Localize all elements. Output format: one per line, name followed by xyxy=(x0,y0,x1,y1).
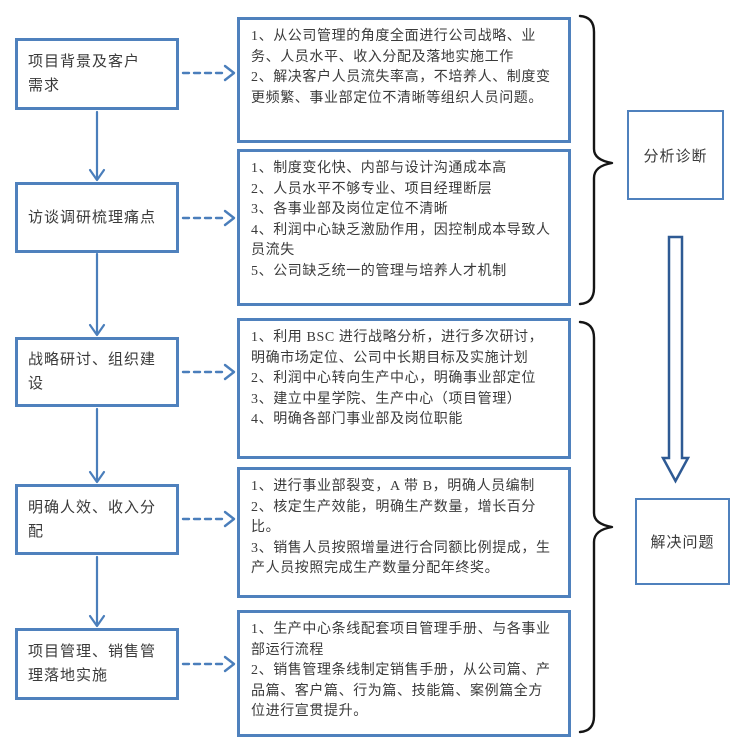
stage-label: 项目背景及客户需求 xyxy=(28,54,141,94)
detail-link-arrow-4 xyxy=(181,510,236,528)
detail-link-arrow-1 xyxy=(181,64,236,82)
phase-brace-solve xyxy=(578,320,614,734)
stage-label: 访谈调研梳理痛点 xyxy=(28,209,157,226)
detail-item: 3、建立中星学院、生产中心（项目管理） xyxy=(251,391,522,407)
detail-item: 4、利润中心缺乏激励作用，因控制成本导致人员流失 xyxy=(251,222,551,259)
detail-item: 3、销售人员按照增量进行合同额比例提成，生产人员按照完成生产数量分配年终奖。 xyxy=(251,540,551,577)
stage-label: 战略研讨、组织建设 xyxy=(28,352,157,392)
stage-box-efficiency: 明确人效、收入分配 xyxy=(15,484,179,555)
phase-label: 分析诊断 xyxy=(643,148,708,165)
detail-item: 2、利润中心转向生产中心，明确事业部定位 xyxy=(251,371,536,386)
stage-box-strategy: 战略研讨、组织建设 xyxy=(15,337,179,407)
stage-box-background: 项目背景及客户需求 xyxy=(15,38,179,110)
phase-label: 解决问题 xyxy=(650,535,715,551)
phase-box-analysis: 分析诊断 xyxy=(627,110,724,200)
phase-transition-arrow xyxy=(660,235,691,484)
stage-box-implementation: 项目管理、销售管理落地实施 xyxy=(15,628,179,700)
stage-label: 项目管理、销售管理落地实施 xyxy=(28,644,157,684)
detail-link-arrow-5 xyxy=(181,655,236,673)
detail-item: 4、明确各部门事业部及岗位职能 xyxy=(251,412,463,427)
detail-item: 5、公司缺乏统一的管理与培养人才机制 xyxy=(251,263,507,279)
stage-connector-arrow-3 xyxy=(88,407,106,484)
detail-item: 1、利用 BSC 进行战略分析，进行多次研讨，明确市场定位、公司中长期目标及实施… xyxy=(251,330,544,366)
detail-item: 2、销售管理条线制定销售手册，从公司篇、产品篇、客户篇、行为篇、技能篇、案例篇全… xyxy=(251,663,551,719)
stage-connector-arrow-1 xyxy=(88,110,106,182)
stage-connector-arrow-4 xyxy=(88,555,106,628)
detail-item: 1、从公司管理的角度全面进行公司战略、业务、人员水平、收入分配及落地实施工作 xyxy=(251,29,536,65)
detail-item: 2、核定生产效能，明确生产数量，增长百分比。 xyxy=(251,499,536,536)
detail-box-efficiency: 1、进行事业部裂变，A 带 B，明确人员编制 2、核定生产效能，明确生产数量，增… xyxy=(237,467,571,598)
detail-item: 2、解决客户人员流失率高，不培养人、制度变更频繁、事业部定位不清晰等组织人员问题… xyxy=(251,70,551,106)
detail-link-arrow-2 xyxy=(181,209,236,227)
detail-box-strategy: 1、利用 BSC 进行战略分析，进行多次研讨，明确市场定位、公司中长期目标及实施… xyxy=(237,318,571,459)
stage-label: 明确人效、收入分配 xyxy=(28,499,157,540)
detail-item: 3、各事业部及岗位定位不清晰 xyxy=(251,202,449,217)
detail-box-background: 1、从公司管理的角度全面进行公司战略、业务、人员水平、收入分配及落地实施工作 2… xyxy=(237,17,571,143)
detail-item: 2、人员水平不够专业、项目经理断层 xyxy=(251,181,493,197)
detail-item: 1、制度变化快、内部与设计沟通成本高 xyxy=(251,161,507,176)
phase-brace-analysis xyxy=(578,14,614,306)
detail-item: 1、生产中心条线配套项目管理手册、与各事业部运行流程 xyxy=(251,622,551,658)
stage-connector-arrow-2 xyxy=(88,252,106,337)
detail-item: 1、进行事业部裂变，A 带 B，明确人员编制 xyxy=(251,479,535,494)
detail-link-arrow-3 xyxy=(181,363,236,381)
detail-box-implementation: 1、生产中心条线配套项目管理手册、与各事业部运行流程 2、销售管理条线制定销售手… xyxy=(237,610,571,737)
stage-box-research: 访谈调研梳理痛点 xyxy=(15,182,179,253)
detail-box-painpoints: 1、制度变化快、内部与设计沟通成本高 2、人员水平不够专业、项目经理断层 3、各… xyxy=(237,149,571,306)
phase-box-solve: 解决问题 xyxy=(635,498,730,585)
